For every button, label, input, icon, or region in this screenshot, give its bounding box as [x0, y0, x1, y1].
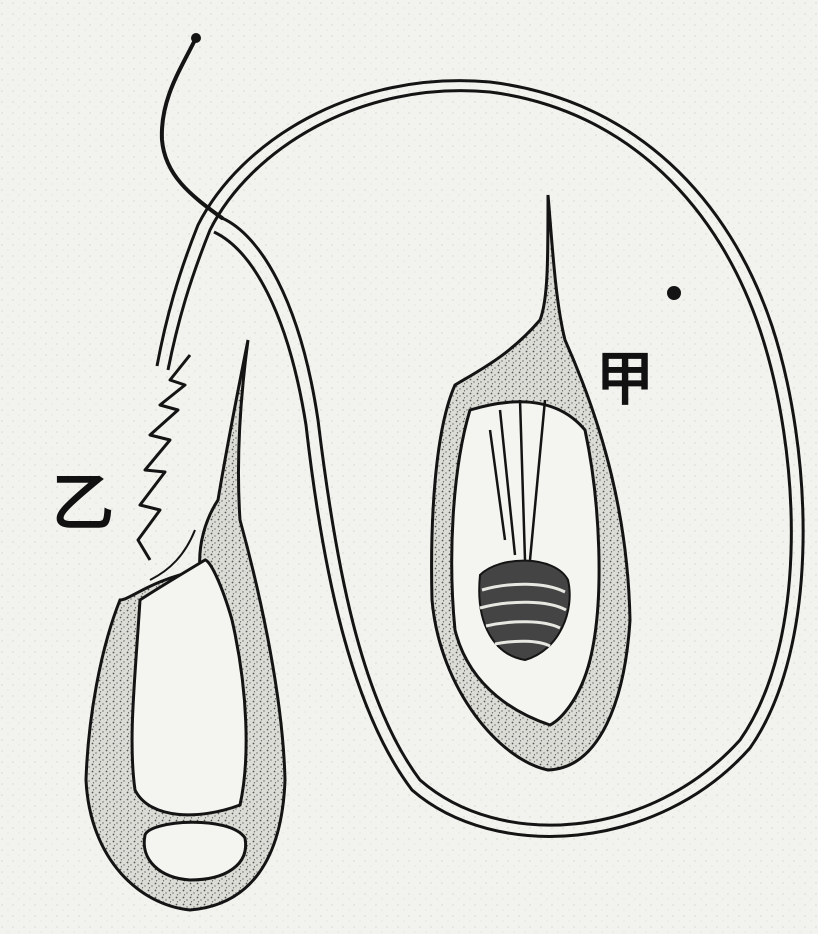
- thread-tip: [191, 33, 201, 43]
- dot-marker: [667, 286, 681, 300]
- yi-basal-chamber: [144, 822, 245, 880]
- label-yi: 乙: [52, 472, 114, 534]
- label-jia: 甲: [596, 350, 654, 408]
